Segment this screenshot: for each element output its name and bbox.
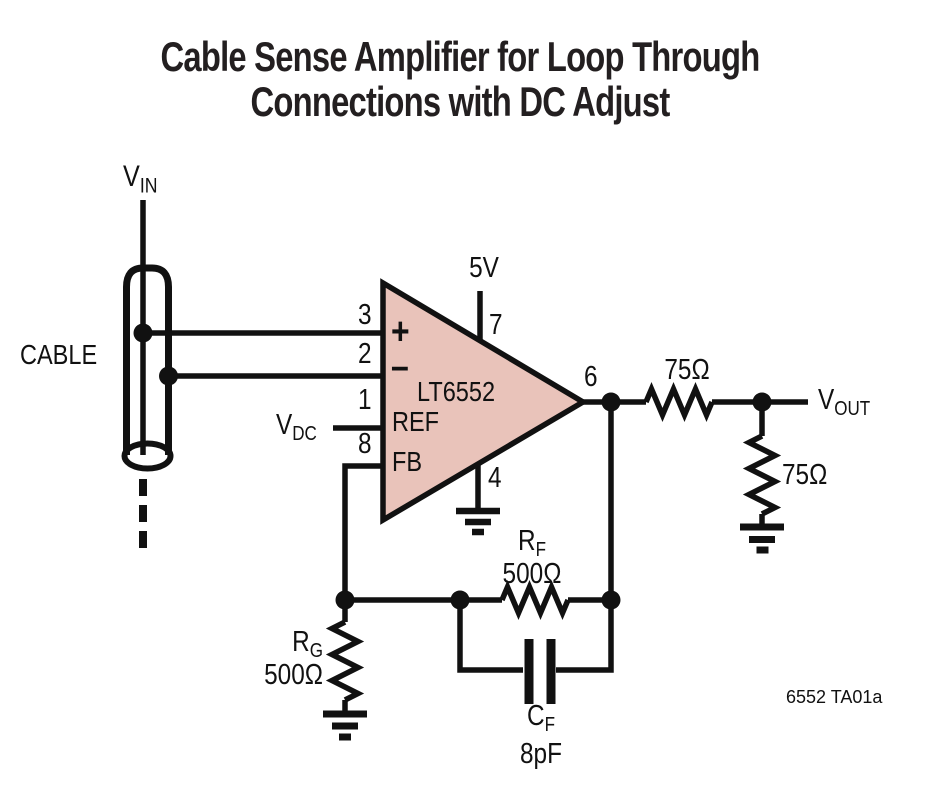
wire-cf-right [556,600,614,673]
rf-label: RF [448,525,616,562]
cf-base: C [526,700,545,732]
junction-fb-right [601,590,621,610]
vout-sub: OUT [834,398,871,421]
pin6-number: 6 [584,361,598,393]
vin-label: VIN [123,160,158,198]
cable-shield-tube [123,264,172,455]
minus-input-symbol: – [391,346,409,388]
rg-label: RG [155,626,323,663]
wire-cf-left [457,600,523,673]
resistor-termination-75 [742,433,782,517]
opamp-part-number: LT6552 [417,376,496,407]
rf-base: R [517,525,536,557]
rg-value: 500Ω [264,659,323,691]
supply-5v-label: 5V [469,252,499,284]
ground-symbol-pin4 [456,507,500,536]
cf-value: 8pF [520,738,562,770]
rg-base: R [292,626,310,658]
ref-pin-label: REF [392,406,440,437]
pin7-number: 7 [489,309,503,341]
series-resistor-value: 75Ω [664,354,710,386]
junction-vout-node [752,392,772,412]
page-title-line2: Connections with DC Adjust [250,78,671,125]
vdc-base: V [276,409,293,441]
junction-cable-center [133,323,153,343]
rf-sub: F [535,539,547,562]
junction-rf-cf [450,590,470,610]
vout-label: VOUT [818,384,871,421]
page-title-line1: Cable Sense Amplifier for Loop Through [160,33,761,80]
vout-base: V [818,384,835,416]
resistor-gain-rg [325,619,365,703]
pin2-number: 2 [358,338,372,370]
pin3-number: 3 [358,299,372,331]
vin-base: V [123,160,140,193]
resistor-feedback-rf [499,579,571,621]
pin8-number: 8 [358,428,372,460]
rg-sub: G [309,640,323,663]
fb-pin-label: FB [392,446,423,477]
vin-sub: IN [139,174,158,198]
cf-sub: F [544,714,556,737]
ground-symbol-rg [323,710,367,741]
junction-output [601,392,621,412]
rf-value: 500Ω [502,558,562,590]
opamp-triangle [380,278,589,525]
resistor-series-75 [643,381,715,423]
cable-end-face [121,440,174,472]
junction-cable-shield [159,366,178,386]
termination-resistor-value: 75Ω [782,459,828,491]
cable-label: CABLE [20,339,98,370]
doc-reference: 6552 TA01a [786,687,883,707]
wire-fb [342,463,383,600]
ground-symbol-termination [740,523,784,554]
plus-input-symbol: + [391,311,410,353]
pin4-number: 4 [488,462,502,494]
pin1-number: 1 [358,384,372,416]
vdc-sub: DC [292,423,317,446]
junction-dots [133,323,772,610]
junction-fb-rg [335,590,355,610]
vdc-label: VDC [276,409,317,446]
cf-label: CF [457,700,625,737]
